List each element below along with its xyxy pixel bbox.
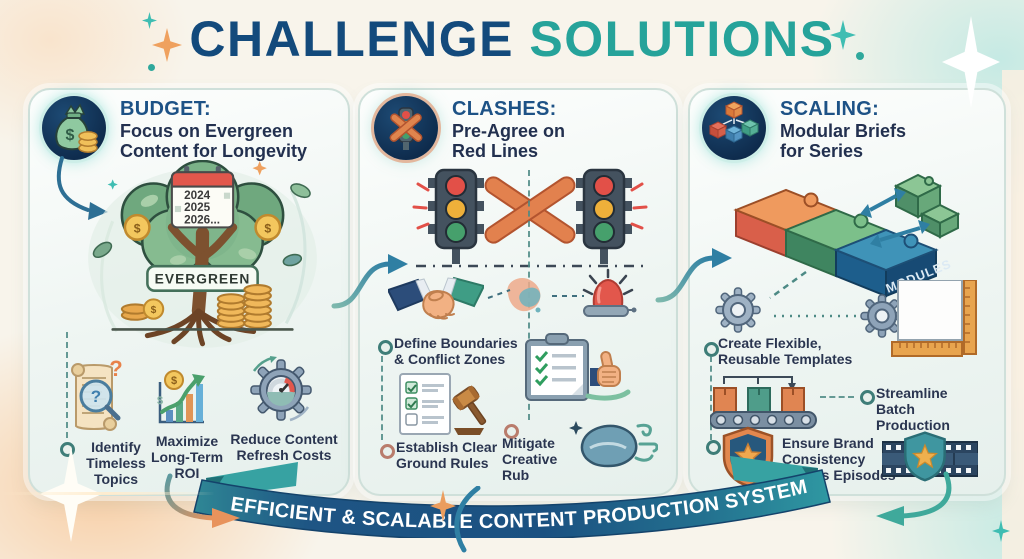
bullet-dot <box>860 390 875 405</box>
traffic-cross-badge-art <box>389 107 423 150</box>
conveyor-belt-icon <box>710 376 817 429</box>
curved-stroke <box>454 486 481 553</box>
coin-icon <box>123 213 282 241</box>
svg-text:$: $ <box>264 221 271 235</box>
evergreen-money-tree-illustration: $ $ 2024 2025 2026... EVERGREEN $ <box>88 160 317 348</box>
gear-gauge-icon <box>250 356 312 422</box>
smooth-stone-icon <box>569 421 658 468</box>
panel-scaling-heading: SCALING: Modular Briefs for Series <box>780 98 1000 162</box>
svg-text:?: ? <box>109 358 122 381</box>
svg-text:2024: 2024 <box>184 189 211 202</box>
sparkle-dot-icon <box>856 52 864 60</box>
curved-arrow-icon <box>876 471 952 526</box>
svg-text:?: ? <box>91 387 101 406</box>
handshake-icon <box>388 276 484 320</box>
traffic-light-icon <box>428 168 484 264</box>
dashed-connector <box>820 396 854 398</box>
title-word-solutions: SOLUTIONS <box>529 11 835 67</box>
checklist-gavel-icon <box>399 373 487 435</box>
money-bag-badge-art: $ <box>55 103 98 153</box>
svg-text:$: $ <box>171 375 177 387</box>
evergreen-label: EVERGREEN <box>146 264 259 292</box>
curved-arrow-icon <box>56 156 108 220</box>
item-label: Streamline Batch Production <box>876 385 950 433</box>
growth-chart-icon: $ $ <box>157 370 205 424</box>
panel-clashes-heading: CLASHES: Pre-Agree on Red Lines <box>452 98 672 162</box>
svg-text:$: $ <box>134 221 141 235</box>
panel-budget: $ BUDGET: Focus on Evergreen Content for… <box>28 88 350 496</box>
item-label: Mitigate Creative Rub <box>502 435 558 483</box>
clipboard-thumbs-up-icon <box>525 333 631 401</box>
coin-stack-icon <box>120 303 150 321</box>
gear-template-ruler-icon <box>860 280 977 357</box>
flow-arrow-icon <box>655 248 732 303</box>
traffic-cross-icon <box>374 96 438 160</box>
svg-text:$: $ <box>66 127 75 144</box>
flow-arrow-icon <box>331 254 408 309</box>
alarm-siren-icon <box>582 268 637 317</box>
dashed-connectors <box>487 289 584 299</box>
dashed-connector <box>710 356 712 440</box>
gear-icon <box>715 287 761 333</box>
ruler-icon <box>891 280 977 357</box>
crossed-traffic-lights-illustration <box>412 168 648 268</box>
svg-text:EVERGREEN: EVERGREEN <box>155 272 251 287</box>
panel-budget-heading: BUDGET: Focus on Evergreen Content for L… <box>120 98 344 162</box>
page-title: CHALLENGE SOLUTIONS <box>0 14 1024 64</box>
bullet-dot <box>378 340 393 355</box>
template-sheet <box>897 280 963 341</box>
dashed-connector <box>381 356 383 440</box>
panel-subtitle: Pre-Agree on Red Lines <box>452 121 566 162</box>
sparkle-dot-icon <box>148 64 155 71</box>
item-label: Define Boundaries & Conflict Zones <box>394 335 518 367</box>
bullet-dot <box>504 424 519 439</box>
bullet-dot <box>704 342 719 357</box>
panel-clashes: CLASHES: Pre-Agree on Red Lines <box>358 88 678 496</box>
modular-cubes-badge-art <box>708 101 760 143</box>
modular-cubes-icon <box>702 96 766 160</box>
curved-arrow-icon <box>164 473 240 528</box>
paint-blob-icon <box>507 277 541 313</box>
panel-keyword: BUDGET: <box>120 98 211 120</box>
panel-keyword: CLASHES: <box>452 98 557 120</box>
item-label: Establish Clear Ground Rules <box>396 439 498 471</box>
panel-keyword: SCALING: <box>780 98 880 120</box>
scroll-magnifier-icon: ? ? <box>71 358 123 431</box>
title-word-challenge: CHALLENGE <box>189 11 514 67</box>
wind-icon <box>634 423 658 462</box>
svg-text:$: $ <box>151 305 157 316</box>
banner-text: EFFICIENT & SCALABLE CONTENT PRODUCTION … <box>229 476 809 533</box>
bullet-dot <box>380 444 395 459</box>
calendar-icon: 2024 2025 2026... <box>170 166 235 229</box>
item-label: Create Flexible, Reusable Templates <box>718 335 853 367</box>
money-bag-icon: $ <box>42 96 106 160</box>
panel-subtitle: Focus on Evergreen Content for Longevity <box>120 121 307 162</box>
traffic-light-icon <box>576 168 632 264</box>
red-cross-bars <box>484 176 576 244</box>
svg-text:2025: 2025 <box>184 201 211 214</box>
sparkle-flare <box>0 492 215 495</box>
leaf-icon <box>92 183 311 267</box>
svg-text:$: $ <box>157 395 163 407</box>
dashed-connectors <box>769 270 866 318</box>
banner-ribbon: EFFICIENT & SCALABLE CONTENT PRODUCTION … <box>193 456 831 538</box>
sparkle-icon <box>992 520 1010 542</box>
svg-text:2026...: 2026... <box>184 213 220 226</box>
panel-subtitle: Modular Briefs for Series <box>780 121 907 162</box>
bullet-dot <box>706 440 721 455</box>
